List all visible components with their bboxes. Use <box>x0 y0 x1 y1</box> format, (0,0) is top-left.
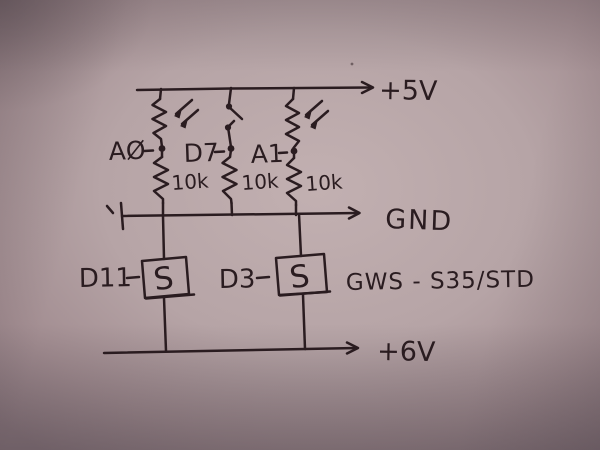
wiring-group <box>102 80 375 355</box>
dash-a1 <box>277 151 289 155</box>
light-arrowhead-2-a0-icon <box>180 120 188 129</box>
label-resistor-a0: 10k <box>171 168 210 195</box>
servo-symbol-d11: S <box>151 260 176 298</box>
wire-gnd-to-servo2 <box>297 212 303 258</box>
label-6v: +6V <box>377 336 436 368</box>
label-pin-d11: D11 <box>79 263 133 294</box>
switch-contact-bottom-dot <box>224 124 232 131</box>
wire-gnd-rail <box>120 211 360 218</box>
gnd-end-tick <box>105 204 115 215</box>
label-pin-d7: D7 <box>183 138 219 168</box>
wire-a1-top <box>291 86 296 101</box>
resistor-10k-a0-icon <box>152 155 170 205</box>
label-5v: +5V <box>379 75 438 107</box>
wire-d7-bottom <box>230 201 234 217</box>
junction-dots-group <box>158 62 354 155</box>
light-arrowhead-1-a1-icon <box>304 111 312 120</box>
switch-d7-lever-icon <box>227 105 244 121</box>
paper-speck <box>350 62 354 66</box>
wire-6v-rail <box>102 346 358 355</box>
switch-contact-top-dot <box>225 103 233 110</box>
wire-d7-top <box>227 86 233 106</box>
light-arrow-1-a1-icon <box>304 99 324 117</box>
label-pin-d3: D3 <box>219 264 256 295</box>
light-arrow-2-a1-icon <box>310 109 330 127</box>
wire-servo2-to-6v <box>301 293 307 351</box>
light-arrow-1-a0-icon <box>174 98 194 116</box>
label-gnd: GND <box>385 204 454 237</box>
servo-box-d11-underline <box>144 293 196 300</box>
wire-gnd-to-servo1 <box>161 214 166 261</box>
arrowhead-gnd-icon <box>347 206 361 220</box>
servo-symbol-d3: S <box>287 258 312 296</box>
wire-a0-top <box>158 87 163 101</box>
label-pin-a0: AØ <box>108 136 146 166</box>
label-pin-a1: A1 <box>250 139 284 169</box>
labels-group: +5V GND +6V AØ D7 A1 10k 10k 10k D11 D3 … <box>79 75 536 368</box>
wire-servo1-to-6v <box>162 296 168 353</box>
gnd-end-bar <box>119 201 125 231</box>
arrowhead-6v-icon <box>345 341 360 355</box>
photoresistor-a0-icon <box>151 97 168 149</box>
servo-box-d3-underline <box>278 290 332 297</box>
junction-dot-a0 <box>158 145 166 152</box>
label-servo-model: GWS - S35/STD <box>346 267 535 296</box>
arrowhead-5v-icon <box>360 80 375 95</box>
light-arrow-2-a0-icon <box>180 108 200 126</box>
light-arrowhead-2-a1-icon <box>310 121 318 130</box>
resistor-10k-a1-icon <box>285 156 303 207</box>
junction-dot-d7 <box>227 145 235 152</box>
photoresistor-a1-icon <box>284 97 301 150</box>
dash-d11 <box>125 275 141 280</box>
dash-a0 <box>142 149 155 153</box>
dash-d7 <box>213 150 226 154</box>
label-resistor-d7: 10k <box>241 168 280 195</box>
resistor-10k-d7-icon <box>221 155 238 205</box>
label-resistor-a1: 10k <box>305 169 344 196</box>
light-arrowhead-1-a0-icon <box>174 110 182 119</box>
junction-dot-a1 <box>290 147 298 155</box>
wire-5v-rail <box>135 86 373 92</box>
dash-d3 <box>255 275 271 280</box>
